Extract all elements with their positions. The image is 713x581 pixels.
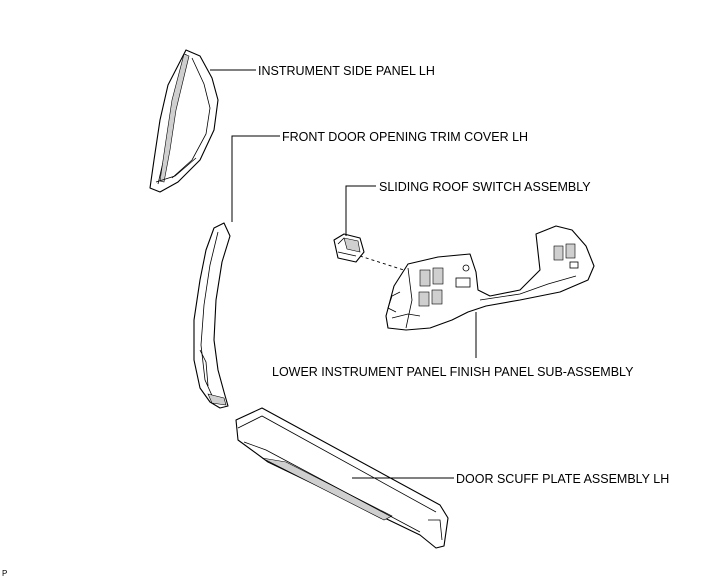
sliding-roof-switch-label: SLIDING ROOF SWITCH ASSEMBLY bbox=[379, 180, 591, 194]
figure-reference: P bbox=[2, 569, 7, 578]
front-door-trim-cover-label: FRONT DOOR OPENING TRIM COVER LH bbox=[282, 130, 528, 144]
front-door-trim-cover-leader bbox=[231, 135, 280, 222]
instrument-side-panel-drawing bbox=[149, 49, 219, 193]
door-scuff-plate-label: DOOR SCUFF PLATE ASSEMBLY LH bbox=[456, 472, 669, 486]
lower-instrument-panel-drawing bbox=[385, 225, 595, 331]
sliding-roof-switch-leader bbox=[345, 185, 376, 236]
lower-instrument-panel-label: LOWER INSTRUMENT PANEL FINISH PANEL SUB-… bbox=[272, 365, 634, 379]
instrument-side-panel-label: INSTRUMENT SIDE PANEL LH bbox=[258, 64, 435, 78]
door-scuff-plate-drawing bbox=[235, 407, 449, 549]
sliding-roof-switch-drawing bbox=[333, 233, 365, 263]
front-door-trim-cover-drawing bbox=[193, 222, 231, 409]
switch-connection-dashed-line bbox=[359, 255, 411, 273]
